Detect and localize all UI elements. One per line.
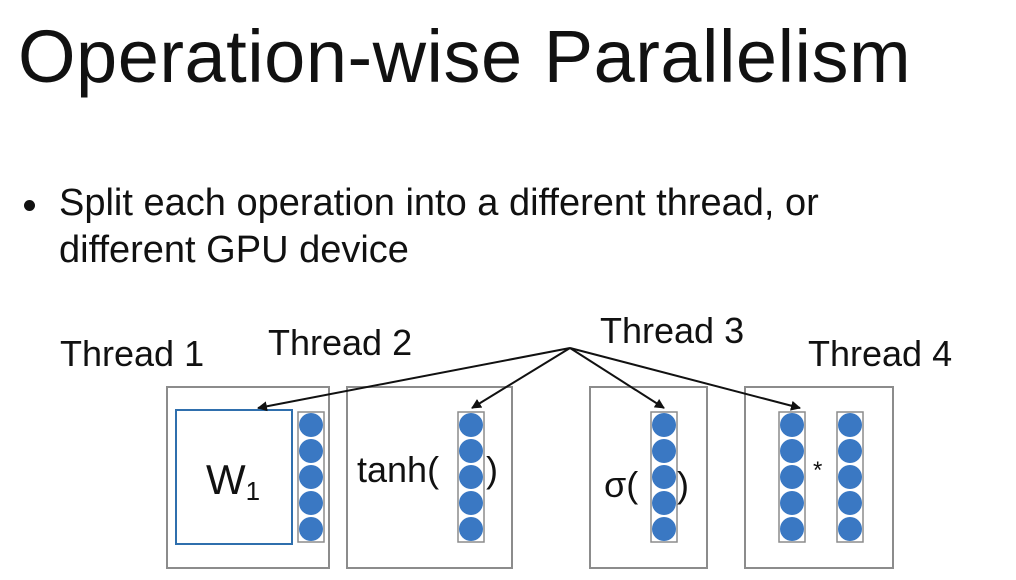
vector-node [838, 517, 862, 541]
arrow-to-thread-1 [257, 347, 571, 412]
thread-1-label: Thread 1 [60, 333, 205, 374]
vector-node [838, 413, 862, 437]
thread-3-label: Thread 3 [600, 310, 745, 351]
slide-title: Operation-wise Parallelism [18, 15, 912, 98]
tanh-close-label: ) [486, 449, 498, 490]
vector-node [459, 439, 483, 463]
multiply-symbol: * [813, 457, 823, 484]
arrow-to-thread-3 [569, 347, 665, 409]
weight-matrix [175, 409, 293, 545]
vector-node [838, 439, 862, 463]
vector-node [838, 491, 862, 515]
thread-4-box [744, 386, 894, 569]
arrow-to-thread-4 [569, 347, 801, 411]
vector-node [459, 491, 483, 515]
bullet-item: Split each operation into a different th… [24, 180, 984, 274]
sigma-close-label: ) [677, 464, 689, 505]
arrow-to-thread-2 [471, 347, 571, 409]
bullet-line-2: different GPU device [59, 229, 409, 271]
sigma-open-label: σ( [604, 464, 639, 505]
vector-node [652, 439, 676, 463]
vector-node [780, 491, 804, 515]
vector-node [652, 491, 676, 515]
weight-label: W1 [206, 456, 260, 507]
vector-node [780, 465, 804, 489]
thread-3-box [589, 386, 708, 569]
vector-thread-3 [650, 411, 678, 543]
vector-node [780, 413, 804, 437]
weight-label-subscript: 1 [245, 476, 261, 506]
thread-2-label: Thread 2 [268, 322, 413, 363]
vector-node [299, 439, 323, 463]
vector-node [299, 465, 323, 489]
thread-4-label: Thread 4 [808, 333, 953, 374]
vector-node [299, 491, 323, 515]
weight-label-base: W [206, 456, 246, 503]
vector-thread-4-right [836, 411, 864, 543]
vector-node [652, 465, 676, 489]
vector-thread-1 [297, 411, 325, 543]
vector-node [652, 517, 676, 541]
vector-node [299, 413, 323, 437]
thread-1-box [166, 386, 330, 569]
bullet-marker [24, 200, 35, 211]
vector-node [780, 439, 804, 463]
vector-node [838, 465, 862, 489]
vector-node [459, 465, 483, 489]
vector-thread-4-left [778, 411, 806, 543]
vector-node [652, 413, 676, 437]
bullet-text: Split each operation into a different th… [59, 180, 819, 274]
vector-node [780, 517, 804, 541]
vector-node [459, 517, 483, 541]
thread-2-box [346, 386, 513, 569]
tanh-open-label: tanh( [357, 449, 440, 490]
vector-node [299, 517, 323, 541]
vector-thread-2 [457, 411, 485, 543]
vector-node [459, 413, 483, 437]
bullet-line-1: Split each operation into a different th… [59, 182, 819, 224]
